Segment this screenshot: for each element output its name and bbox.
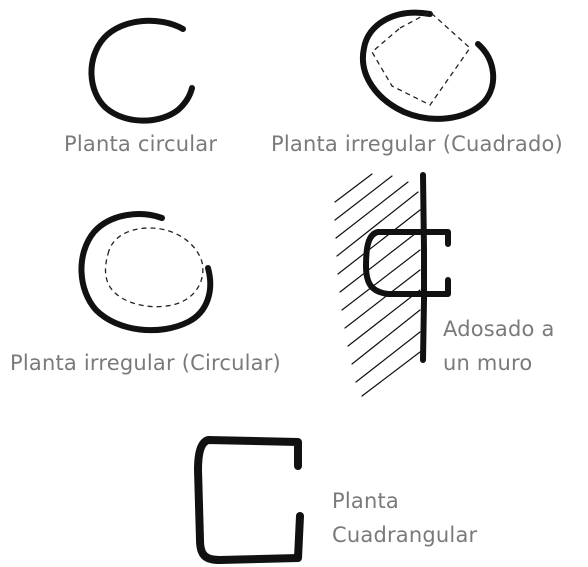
label-circular-plan: Planta circular <box>64 132 218 156</box>
wall-attached-plan-shape <box>334 172 451 397</box>
label-quadrangular-line2: Cuadrangular <box>332 523 478 547</box>
quadrangular-plan-shape <box>194 436 304 564</box>
label-wall-attached-line2: un muro <box>443 351 533 375</box>
irregular-square-plan-shape <box>359 9 497 122</box>
label-wall-attached-line1: Adosado a <box>443 317 555 341</box>
circular-plan-shape <box>88 17 195 124</box>
label-irregular-square-plan: Planta irregular (Cuadrado) <box>271 132 563 156</box>
irregular-circle-plan-shape <box>78 211 214 334</box>
label-irregular-circle-plan: Planta irregular (Circular) <box>10 351 281 375</box>
label-quadrangular-line1: Planta <box>332 489 399 513</box>
